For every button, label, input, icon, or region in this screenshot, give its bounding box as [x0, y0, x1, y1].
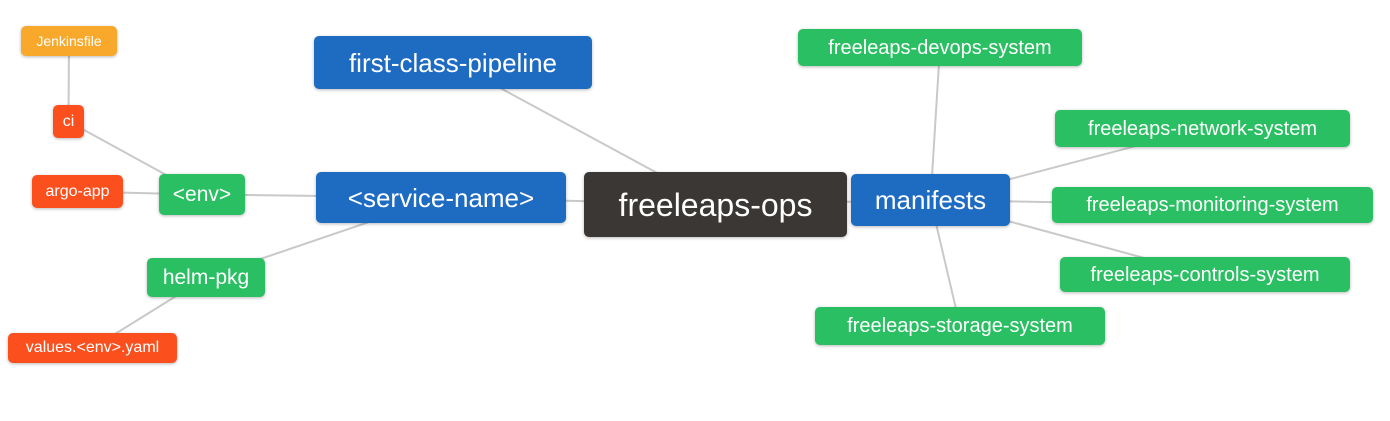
node-values-env-yaml[interactable]: values.<env>.yaml [8, 333, 177, 363]
node-first-class-pipeline[interactable]: first-class-pipeline [314, 36, 592, 89]
node-helm-pkg[interactable]: helm-pkg [147, 258, 265, 297]
node-manifests[interactable]: manifests [851, 174, 1010, 226]
node-service-name[interactable]: <service-name> [316, 172, 566, 223]
node-ci[interactable]: ci [53, 105, 84, 138]
node-jenkinsfile[interactable]: Jenkinsfile [21, 26, 117, 56]
node-freeleaps-controls-system[interactable]: freeleaps-controls-system [1060, 257, 1350, 292]
node-freeleaps-storage-system[interactable]: freeleaps-storage-system [815, 307, 1105, 345]
node-freeleaps-network-system[interactable]: freeleaps-network-system [1055, 110, 1350, 147]
node-freeleaps-ops[interactable]: freeleaps-ops [584, 172, 847, 237]
node-argo-app[interactable]: argo-app [32, 175, 123, 208]
node-env[interactable]: <env> [159, 174, 245, 215]
node-freeleaps-devops-system[interactable]: freeleaps-devops-system [798, 29, 1082, 66]
node-freeleaps-monitoring-system[interactable]: freeleaps-monitoring-system [1052, 187, 1373, 223]
